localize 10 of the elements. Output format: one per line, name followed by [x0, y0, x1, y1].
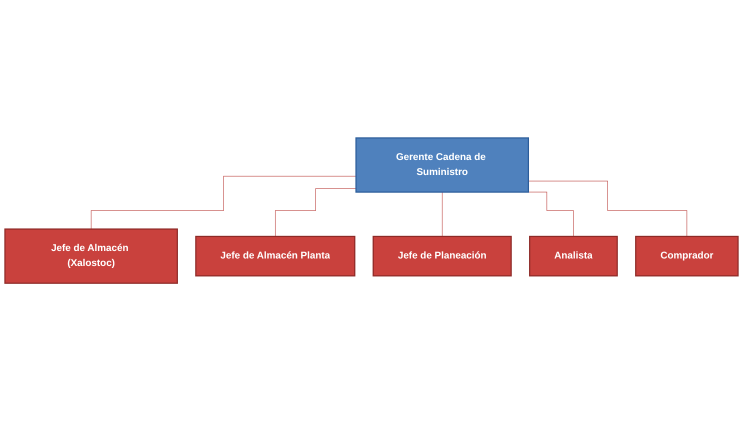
connector: [442, 192, 443, 237]
node-box: Comprador: [635, 236, 739, 276]
node-box: Analista: [529, 236, 618, 276]
connector: [90, 176, 356, 230]
node-box: Gerente Cadena de Suministro: [355, 137, 530, 193]
node-box: Jefe de Almacén (Xalostoc): [4, 228, 178, 284]
node-box: Jefe de Almacén Planta: [195, 236, 356, 276]
node-box: Jefe de Planeación: [372, 236, 512, 276]
connector: [528, 180, 688, 237]
connector: [274, 188, 356, 237]
